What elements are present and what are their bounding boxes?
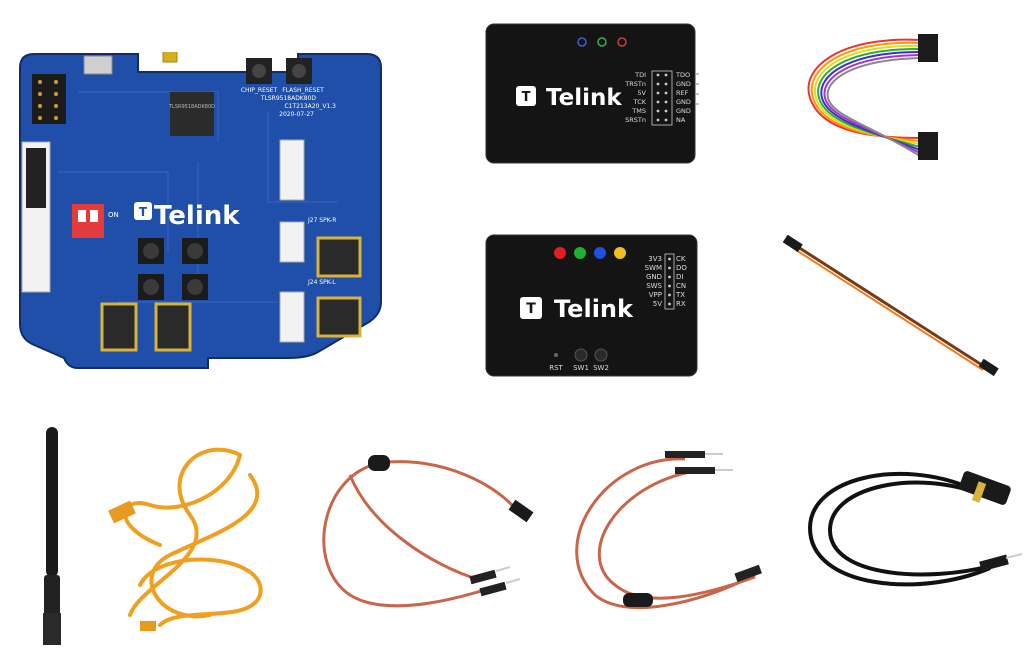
swire-pin-r0: CK	[676, 255, 686, 263]
sw1-label: SW1	[573, 364, 589, 372]
jtag-debugger-box: T Telink TDI TRSTn 5V TCK TMS SRSTn TDO …	[484, 22, 699, 165]
board-date-label: 2020-07-27	[279, 111, 314, 118]
swire-debugger-box: T Telink 3V3 SWM GND SWS VPP 5V CK DO DI…	[484, 233, 699, 378]
jtag-pin-l2: 5V	[637, 89, 646, 97]
led-blue	[594, 247, 606, 259]
chip-label: TLSR9518ADK80D	[168, 104, 215, 110]
swire-pin-r3: CN	[676, 282, 686, 290]
board-rev-label: C1T213A20_V1.3	[284, 103, 336, 110]
jtag-pin-l4: TMS	[631, 107, 646, 115]
usb-cable	[100, 435, 285, 635]
ribbon-jumper-cable	[800, 28, 945, 163]
dip-on-label: ON	[108, 211, 119, 219]
swire-pin-l2: GND	[646, 273, 662, 281]
swire-pin-r5: RX	[676, 300, 686, 308]
xlr-to-jack-cable	[800, 458, 1028, 608]
swire-pin-r2: DI	[676, 273, 683, 281]
board-part-label: TLSR9518ADK80D	[260, 95, 317, 102]
sw2-label: SW2	[593, 364, 609, 372]
svg-text:T: T	[526, 301, 536, 317]
svg-text:T: T	[139, 205, 148, 219]
jtag-pin-r0: TDO	[675, 71, 690, 79]
swire-pin-l5: 5V	[653, 300, 662, 308]
swire-pin-r4: TX	[675, 291, 685, 299]
jtag-pin-l5: SRSTn	[625, 116, 646, 124]
chip-reset-label: CHIP_RESET	[241, 87, 278, 94]
jtag-brand: Telink	[546, 85, 622, 111]
rubber-duck-antenna	[30, 425, 75, 647]
jtag-pin-l1: TRSTn	[624, 80, 646, 88]
swire-pin-l0: 3V3	[648, 255, 662, 263]
flash-reset-label: FLASH_RESET	[282, 87, 324, 94]
svg-text:T: T	[522, 90, 531, 105]
swire-pin-l4: VPP	[649, 291, 662, 299]
led-red	[554, 247, 566, 259]
jtag-pin-r4: GND	[676, 107, 691, 115]
jtag-pin-r2: REF	[676, 89, 689, 97]
spk-r-label: J27 SPK-R	[307, 217, 336, 224]
jtag-pin-l3: TCK	[633, 98, 647, 106]
swire-pin-r1: DO	[676, 264, 687, 272]
jtag-pin-l0: TDI	[634, 71, 646, 79]
board-brand: Telink	[154, 201, 240, 231]
rst-label: RST	[549, 364, 563, 372]
swire-pin-l1: SWM	[645, 264, 662, 272]
jtag-pin-r3: GND	[676, 98, 691, 106]
swire-brand: Telink	[554, 295, 634, 323]
audio-cable-2	[555, 445, 783, 620]
telink-eval-board: TLSR9518ADK80D CHIP_RESET FLASH_RESET TL…	[18, 1, 383, 370]
swire-pin-l3: SWS	[646, 282, 662, 290]
jtag-pin-r5: NA	[676, 116, 686, 124]
dupont-jumper-wire	[780, 234, 1005, 380]
jtag-pin-r1: GND	[676, 80, 691, 88]
spk-l-label: J24 SPK-L	[307, 279, 336, 286]
audio-cable-1	[310, 445, 538, 620]
led-green	[574, 247, 586, 259]
led-yellow	[614, 247, 626, 259]
